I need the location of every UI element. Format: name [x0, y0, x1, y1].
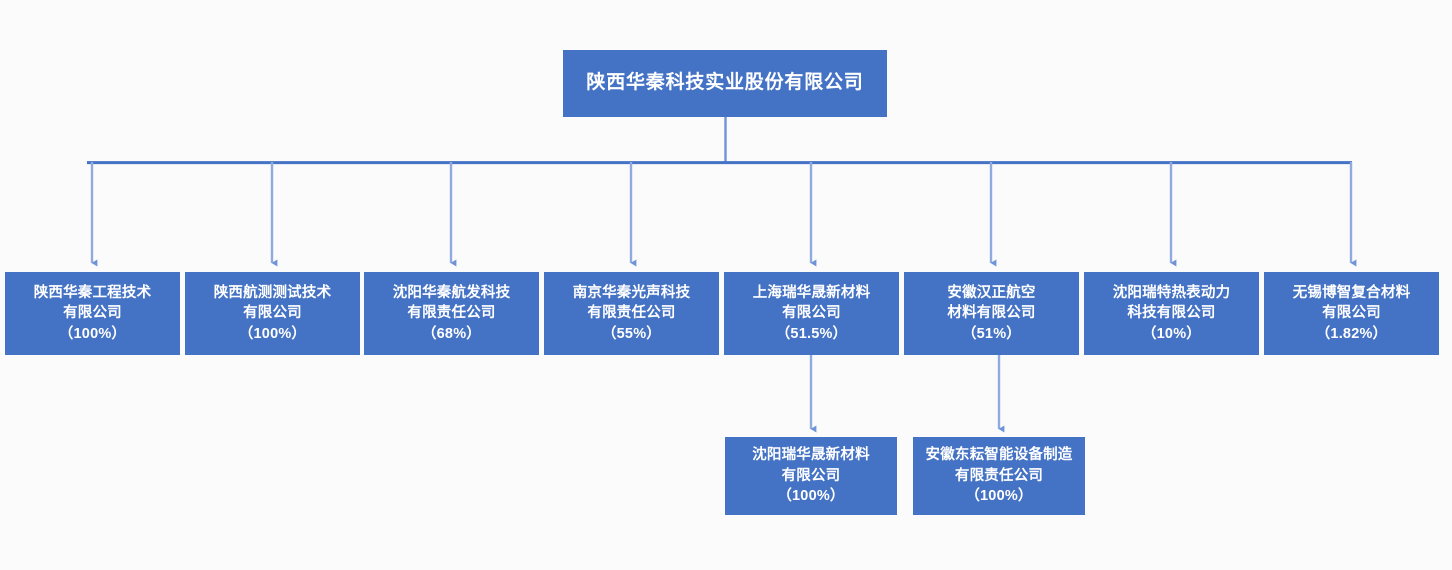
org-node-label: 无锡博智复合材料 有限公司 （1.82%）	[1292, 284, 1411, 342]
org-node-root-label: 陕西华秦科技实业股份有限公司	[586, 72, 864, 94]
org-node-anhui-hanzheng-aviation[interactable]: 安徽汉正航空 材料有限公司 （51%）	[904, 272, 1079, 355]
org-node-label: 安徽汉正航空 材料有限公司 （51%）	[947, 284, 1036, 342]
org-node-label: 沈阳华秦航发科技 有限责任公司 （68%）	[392, 284, 511, 342]
org-node-shanghai-ruihuasheng[interactable]: 上海瑞华晟新材料 有限公司 （51.5%）	[724, 272, 899, 355]
org-node-shenyang-ruite[interactable]: 沈阳瑞特热表动力 科技有限公司 （10%）	[1084, 272, 1259, 355]
org-node-label: 陕西华秦工程技术 有限公司 （100%）	[33, 284, 152, 342]
org-node-label: 沈阳瑞华晟新材料 有限公司 （100%）	[752, 447, 870, 505]
org-node-wuxi-bozhi-composite[interactable]: 无锡博智复合材料 有限公司 （1.82%）	[1264, 272, 1439, 355]
org-node-shaanxi-huaqin-engineering[interactable]: 陕西华秦工程技术 有限公司 （100%）	[5, 272, 180, 355]
org-node-shaanxi-hangce-testing[interactable]: 陕西航测测试技术 有限公司 （100%）	[185, 272, 360, 355]
org-node-shenyang-ruihuasheng[interactable]: 沈阳瑞华晟新材料 有限公司 （100%）	[725, 437, 897, 515]
org-node-label: 上海瑞华晟新材料 有限公司 （51.5%）	[752, 284, 871, 342]
org-node-label: 陕西航测测试技术 有限公司 （100%）	[213, 284, 332, 342]
org-node-shenyang-huaqin-hangfa[interactable]: 沈阳华秦航发科技 有限责任公司 （68%）	[364, 272, 539, 355]
org-node-label: 安徽东耘智能设备制造 有限责任公司 （100%）	[925, 447, 1073, 505]
org-node-nanjing-huaqin-guangsheng[interactable]: 南京华秦光声科技 有限责任公司 （55%）	[544, 272, 719, 355]
org-node-root[interactable]: 陕西华秦科技实业股份有限公司	[563, 50, 887, 117]
org-node-anhui-dongyun-intelligent[interactable]: 安徽东耘智能设备制造 有限责任公司 （100%）	[913, 437, 1085, 515]
org-node-label: 沈阳瑞特热表动力 科技有限公司 （10%）	[1112, 284, 1231, 342]
org-node-label: 南京华秦光声科技 有限责任公司 （55%）	[572, 284, 691, 342]
